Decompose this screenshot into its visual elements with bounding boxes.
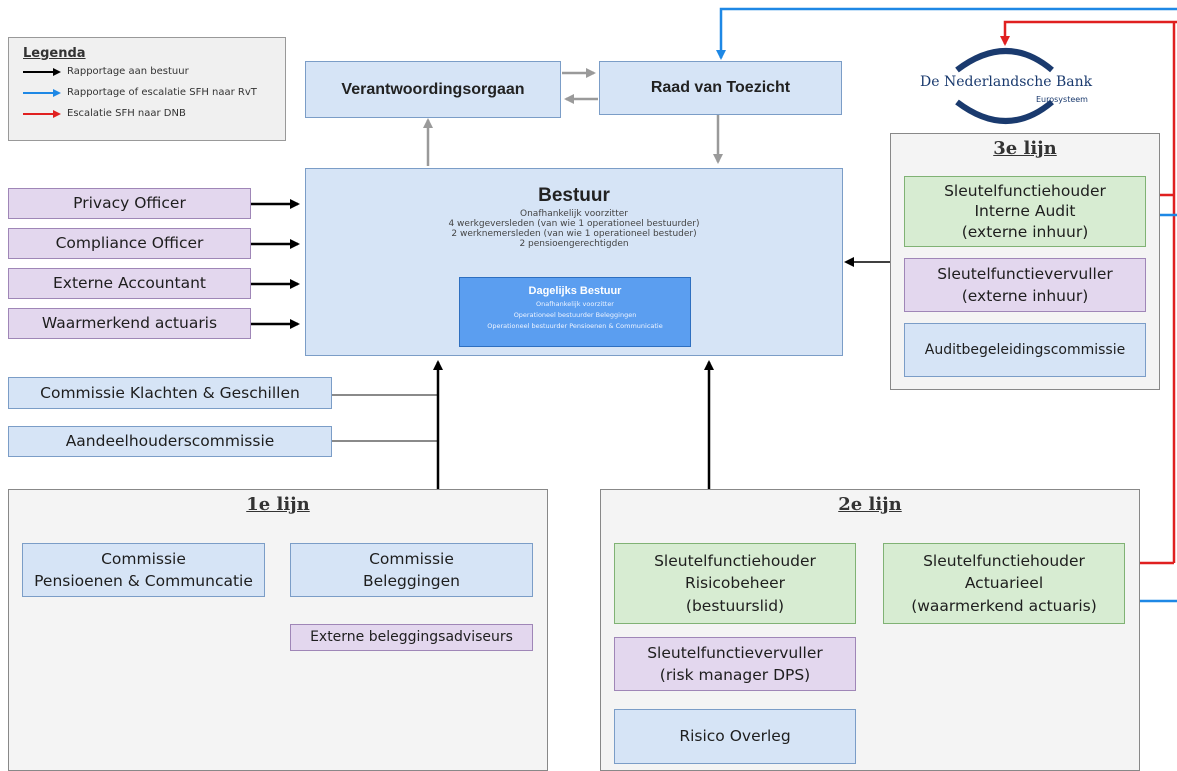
lijn2-title: 2e lijn xyxy=(838,494,902,515)
sfh-risicobeheer-line1: Sleutelfunctiehouder xyxy=(654,551,816,570)
dagelijks-line-3: Operationeel bestuurder Pensioenen & Com… xyxy=(487,322,663,330)
commissie-klachten-label: Commissie Klachten & Geschillen xyxy=(40,383,300,402)
black-arrow-icon xyxy=(23,67,61,76)
sfh-interne-audit-line3: (externe inhuur) xyxy=(961,222,1089,241)
sfh-interne-audit-line2: Interne Audit xyxy=(974,202,1076,221)
sfh-interne-audit-line1: Sleutelfunctiehouder xyxy=(944,182,1106,201)
sfv-externe-inhuur-line2: (externe inhuur) xyxy=(961,287,1089,305)
legend-item-black: Rapportage aan bestuur xyxy=(23,66,189,77)
dagelijks-title: Dagelijks Bestuur xyxy=(528,285,622,297)
commissie-pensioenen-line2: Pensioenen & Communcatie xyxy=(34,572,253,590)
bestuur-line-1: Onafhankelijk voorzitter xyxy=(520,209,628,219)
bestuur-line-4: 2 pensioengerechtigden xyxy=(519,239,629,249)
bestuur-line-3: 2 werknemersleden (van wie 1 operationee… xyxy=(451,229,697,239)
externe-accountant-label: Externe Accountant xyxy=(53,274,206,293)
dnb-name: De Nederlandsche Bank xyxy=(920,74,1093,90)
sfh-actuarieel-line3: (waarmerkend actuaris) xyxy=(911,596,1097,615)
legend-label-black: Rapportage aan bestuur xyxy=(67,66,189,77)
legend-item-blue: Rapportage of escalatie SFH naar RvT xyxy=(23,87,257,98)
dagelijks-bestuur-box[interactable]: Dagelijks Bestuur Onafhankelijk voorzitt… xyxy=(459,277,691,347)
sfh-actuarieel-line1: Sleutelfunctiehouder xyxy=(923,551,1085,570)
red-arrow-icon xyxy=(23,109,61,118)
auditbegeleidingscommissie-label: Auditbegeleidingscommissie xyxy=(924,341,1126,358)
blue-escalation-line-rvt xyxy=(716,7,1177,60)
sfv-risk-manager-box[interactable]: Sleutelfunctievervuller (risk manager DP… xyxy=(614,637,856,691)
legend-label-red: Escalatie SFH naar DNB xyxy=(67,108,186,119)
lijn3-title: 3e lijn xyxy=(993,138,1057,159)
dnb-sub: Eurosysteem xyxy=(1036,95,1088,104)
raad-van-toezicht-label: Raad van Toezicht xyxy=(650,79,791,96)
sfh-risicobeheer-line2: Risicobeheer xyxy=(684,574,786,593)
sfv-risk-manager-line2: (risk manager DPS) xyxy=(659,666,811,684)
legend: Legenda Rapportage aan bestuur Rapportag… xyxy=(8,37,286,141)
dagelijks-line-2: Operationeel bestuurder Beleggingen xyxy=(513,311,637,319)
verantwoordingsorgaan-box[interactable]: Verantwoordingsorgaan xyxy=(305,61,561,118)
risico-overleg-label: Risico Overleg xyxy=(679,727,791,746)
dnb-arc-icon xyxy=(955,48,1054,124)
commissie-klachten-box[interactable]: Commissie Klachten & Geschillen xyxy=(8,377,332,409)
bestuur-title: Bestuur xyxy=(538,185,610,206)
verantwoordingsorgaan-label: Verantwoordingsorgaan xyxy=(341,80,525,98)
bestuur-box[interactable]: Bestuur Onafhankelijk voorzitter 4 werkg… xyxy=(305,168,843,356)
sfh-actuarieel-line2: Actuarieel xyxy=(964,574,1044,593)
commissie-pensioenen-line1: Commissie xyxy=(101,549,186,568)
sfv-externe-inhuur-box[interactable]: Sleutelfunctievervuller (externe inhuur) xyxy=(904,258,1146,312)
externe-accountant-box[interactable]: Externe Accountant xyxy=(8,268,251,299)
sfv-externe-inhuur-line1: Sleutelfunctievervuller xyxy=(937,264,1113,283)
privacy-officer-box[interactable]: Privacy Officer xyxy=(8,188,251,219)
sfh-risicobeheer-box[interactable]: Sleutelfunctiehouder Risicobeheer (bestu… xyxy=(614,543,856,624)
legend-item-red: Escalatie SFH naar DNB xyxy=(23,108,186,119)
dnb-logo: De Nederlandsche Bank Eurosysteem xyxy=(912,40,1102,130)
blue-arrow-icon xyxy=(23,88,61,97)
sfv-risk-manager-line1: Sleutelfunctievervuller xyxy=(647,643,823,662)
compliance-officer-label: Compliance Officer xyxy=(55,234,204,253)
legend-label-blue: Rapportage of escalatie SFH naar RvT xyxy=(67,87,257,98)
auditbegeleidingscommissie-box[interactable]: Auditbegeleidingscommissie xyxy=(904,323,1146,377)
commissie-beleggingen-box[interactable]: Commissie Beleggingen xyxy=(290,543,533,597)
lijn1-title: 1e lijn xyxy=(246,494,310,515)
bestuur-line-2: 4 werkgeversleden (van wie 1 operationee… xyxy=(448,219,700,229)
waarmerkend-actuaris-label: Waarmerkend actuaris xyxy=(41,314,218,333)
sfh-interne-audit-box[interactable]: Sleutelfunctiehouder Interne Audit (exte… xyxy=(904,176,1146,247)
commissie-pensioenen-box[interactable]: Commissie Pensioenen & Communcatie xyxy=(22,543,265,597)
privacy-officer-label: Privacy Officer xyxy=(73,194,186,213)
compliance-officer-box[interactable]: Compliance Officer xyxy=(8,228,251,259)
commissie-beleggingen-line2: Beleggingen xyxy=(362,572,461,590)
risico-overleg-box[interactable]: Risico Overleg xyxy=(614,709,856,764)
sfh-risicobeheer-line3: (bestuurslid) xyxy=(685,596,785,615)
dagelijks-line-1: Onafhankelijk voorzitter xyxy=(536,300,614,308)
externe-beleggingsadviseurs-box[interactable]: Externe beleggingsadviseurs xyxy=(290,624,533,651)
raad-van-toezicht-box[interactable]: Raad van Toezicht xyxy=(599,61,842,115)
aandeelhouderscommissie-label: Aandeelhouderscommissie xyxy=(65,432,275,451)
red-escalation-line-dnb xyxy=(1000,20,1177,46)
aandeelhouderscommissie-box[interactable]: Aandeelhouderscommissie xyxy=(8,426,332,457)
sfh-actuarieel-box[interactable]: Sleutelfunctiehouder Actuarieel (waarmer… xyxy=(883,543,1125,624)
externe-beleggingsadviseurs-label: Externe beleggingsadviseurs xyxy=(310,629,513,646)
legend-title: Legenda xyxy=(23,46,86,61)
waarmerkend-actuaris-box[interactable]: Waarmerkend actuaris xyxy=(8,308,251,339)
commissie-beleggingen-line1: Commissie xyxy=(369,549,454,568)
